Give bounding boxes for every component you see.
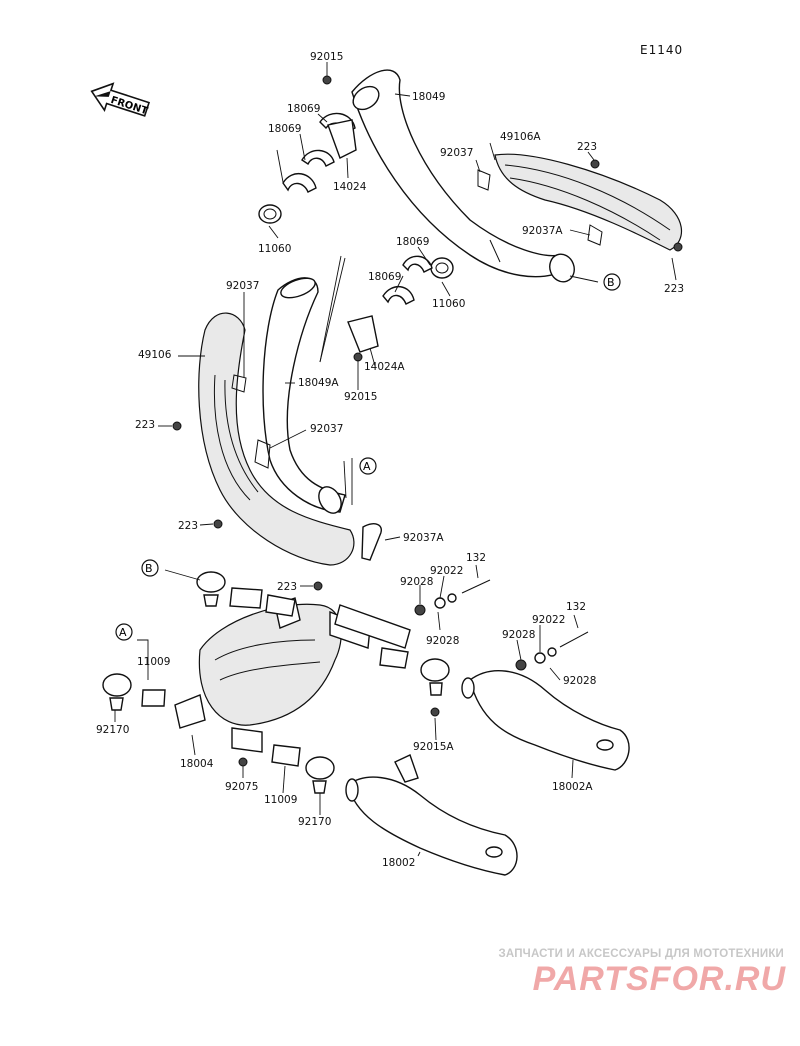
label-18069: 18069 xyxy=(268,123,301,135)
connector-pipe xyxy=(334,604,411,649)
label-92037: 92037 xyxy=(226,280,259,292)
label-92028: 92028 xyxy=(400,576,433,588)
label-92075: 92075 xyxy=(225,781,258,793)
callout-a-upper: A xyxy=(351,457,377,505)
label-92037: 92037 xyxy=(440,147,473,159)
muffler-18002A xyxy=(461,670,630,771)
label-92015A: 92015A xyxy=(413,741,454,753)
callout-b-upper: B xyxy=(603,273,621,291)
label-223: 223 xyxy=(577,141,597,153)
label-18002A: 18002A xyxy=(552,781,593,793)
label-92022: 92022 xyxy=(532,614,565,626)
label-132: 132 xyxy=(466,552,486,564)
label-14024: 14024 xyxy=(333,181,367,193)
label-223: 223 xyxy=(664,283,684,295)
heat-guard-49106A xyxy=(494,153,683,251)
label-223: 223 xyxy=(277,581,297,593)
header-pipe-18049A xyxy=(262,277,346,514)
label-92170: 92170 xyxy=(96,724,129,736)
label-92015: 92015 xyxy=(344,391,377,403)
label-132: 132 xyxy=(566,601,586,613)
label-223: 223 xyxy=(178,520,198,532)
label-18069: 18069 xyxy=(287,103,320,115)
label-92015: 92015 xyxy=(310,51,343,63)
label-92022: 92022 xyxy=(430,565,463,577)
part-labels: 92015 18049 18069 18069 49106A 223 92037… xyxy=(96,51,684,869)
label-18004: 18004 xyxy=(180,758,214,770)
label-223: 223 xyxy=(135,419,155,431)
label-18069: 18069 xyxy=(396,236,429,248)
label-11009: 11009 xyxy=(137,656,170,668)
muffler-18002 xyxy=(345,754,518,876)
small-parts xyxy=(102,75,683,794)
watermark-logo: PARTSFOR.RU xyxy=(532,960,786,998)
label-92028: 92028 xyxy=(502,629,535,641)
svg-text:A: A xyxy=(119,626,127,639)
label-92037A: 92037A xyxy=(522,225,563,237)
label-92170: 92170 xyxy=(298,816,331,828)
label-18049: 18049 xyxy=(412,91,445,103)
label-18049A: 18049A xyxy=(298,377,339,389)
label-11060: 11060 xyxy=(432,298,465,310)
collector-18004 xyxy=(174,597,371,753)
label-18002: 18002 xyxy=(382,857,415,869)
svg-text:A: A xyxy=(363,460,371,473)
svg-text:B: B xyxy=(607,276,615,289)
label-11009: 11009 xyxy=(264,794,297,806)
label-92028: 92028 xyxy=(426,635,459,647)
header-pipe-18049 xyxy=(351,69,575,283)
label-49106A: 49106A xyxy=(500,131,541,143)
label-14024A: 14024A xyxy=(364,361,405,373)
svg-text:B: B xyxy=(145,562,153,575)
label-92037: 92037 xyxy=(310,423,343,435)
label-92037A: 92037A xyxy=(403,532,444,544)
label-49106: 49106 xyxy=(138,349,172,361)
label-11060: 11060 xyxy=(258,243,291,255)
front-arrow-icon: FRONT xyxy=(90,82,151,117)
callout-a-lower: A xyxy=(115,623,133,641)
callout-b-lower: B xyxy=(141,559,159,577)
label-18069: 18069 xyxy=(368,271,401,283)
diagram-code: E1140 xyxy=(640,43,683,57)
watermark-caption: ЗАПЧАСТИ И АКСЕССУАРЫ ДЛЯ МОТОТЕХНИКИ xyxy=(498,948,784,960)
leader-lines xyxy=(114,62,677,857)
label-92028: 92028 xyxy=(563,675,596,687)
